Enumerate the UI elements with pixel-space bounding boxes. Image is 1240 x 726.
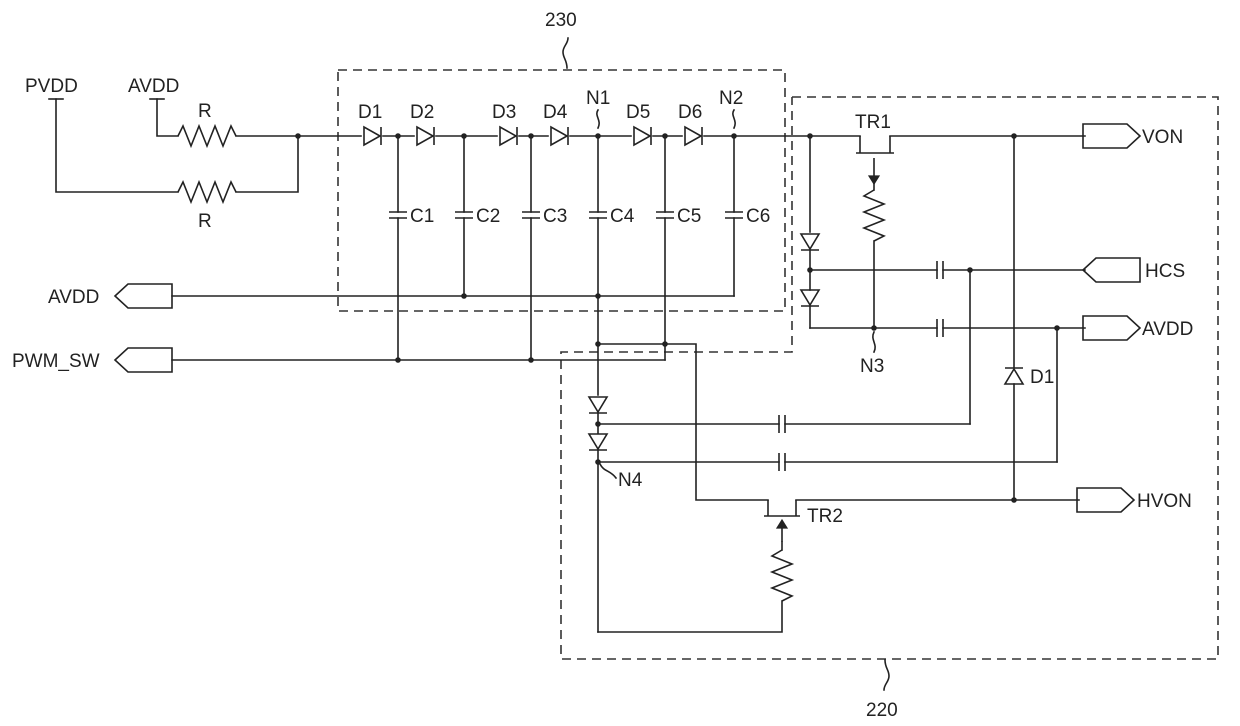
diode-d2-label: D2 xyxy=(410,102,434,123)
diode-stack-upper xyxy=(801,136,819,328)
avdd-input-connector xyxy=(115,284,734,308)
capacitor-hcs xyxy=(937,261,943,279)
resistor-tr1-gate xyxy=(864,184,884,328)
pwm-sw-label: PWM_SW xyxy=(12,351,100,372)
capacitor-c2-label: C2 xyxy=(476,206,500,227)
node-n2-label: N2 xyxy=(719,88,743,109)
node-n3-label: N3 xyxy=(860,356,884,377)
capacitor-avdd-out xyxy=(937,319,943,337)
transistor-tr1 xyxy=(856,136,894,184)
capacitor-c5-label: C5 xyxy=(677,206,701,227)
von-label: VON xyxy=(1142,127,1183,148)
capacitor-c6-label: C6 xyxy=(746,206,770,227)
diode-d3 xyxy=(500,127,517,145)
diode-d5 xyxy=(634,127,651,145)
block-220-label: 220 xyxy=(866,700,898,721)
diode-d4-label: D4 xyxy=(543,102,568,123)
avdd-output-label: AVDD xyxy=(1142,319,1193,340)
diode-d1 xyxy=(364,127,381,145)
capacitor-c2 xyxy=(455,136,473,296)
avdd-rail-label: AVDD xyxy=(48,287,99,308)
node-n4-label: N4 xyxy=(618,470,643,491)
capacitor-c4 xyxy=(589,136,607,395)
resistor-r-bottom xyxy=(178,182,236,202)
avdd-input-terminal xyxy=(150,99,178,136)
capacitor-lower-2 xyxy=(779,453,785,471)
capacitor-c6 xyxy=(725,136,743,296)
diode-d2 xyxy=(417,127,434,145)
resistor-r-top xyxy=(178,126,236,146)
transistor-tr2 xyxy=(764,500,800,542)
node-n4-pointer xyxy=(600,464,616,478)
hvon-output-connector xyxy=(1077,488,1134,512)
diode-d1-label: D1 xyxy=(358,102,382,123)
capacitor-c4-label: C4 xyxy=(610,206,635,227)
block-220-outline xyxy=(561,97,1218,690)
diode-d5-label: D5 xyxy=(626,102,650,123)
hcs-label: HCS xyxy=(1145,261,1185,282)
avdd-output-connector xyxy=(1083,316,1140,340)
von-output-connector xyxy=(1083,124,1140,148)
block-230-outline xyxy=(338,38,785,311)
node-n3-pointer xyxy=(873,332,875,352)
node-n2-pointer xyxy=(733,110,735,128)
diode-d6-label: D6 xyxy=(678,102,702,123)
wire-r-bottom-out xyxy=(236,136,298,192)
node-n1-pointer xyxy=(597,110,599,128)
resistor-r-top-label: R xyxy=(198,101,212,122)
capacitor-c1 xyxy=(389,136,407,360)
junction-dots xyxy=(295,133,1060,503)
avdd-input-label: AVDD xyxy=(128,76,179,97)
transistor-tr1-label: TR1 xyxy=(855,112,891,133)
capacitor-c3 xyxy=(522,136,540,360)
capacitor-c3-label: C3 xyxy=(543,206,567,227)
pvdd-terminal xyxy=(49,99,178,192)
capacitor-c5 xyxy=(656,136,674,360)
pvdd-label: PVDD xyxy=(25,76,78,97)
diode-d1-right xyxy=(1005,136,1023,500)
block-230-label: 230 xyxy=(545,10,577,31)
diode-d3-label: D3 xyxy=(492,102,516,123)
resistor-tr2-gate xyxy=(598,542,792,632)
capacitor-c1-label: C1 xyxy=(410,206,434,227)
hvon-label: HVON xyxy=(1137,491,1192,512)
diode-d6 xyxy=(685,127,702,145)
diode-d1-right-label: D1 xyxy=(1030,367,1054,388)
resistor-r-bottom-label: R xyxy=(198,211,212,232)
diode-stack-lower xyxy=(589,397,607,632)
transistor-tr2-label: TR2 xyxy=(807,506,843,527)
diode-d4 xyxy=(551,127,568,145)
hcs-connector xyxy=(1083,258,1140,282)
node-n1-label: N1 xyxy=(586,88,610,109)
capacitor-lower-1 xyxy=(779,415,785,433)
